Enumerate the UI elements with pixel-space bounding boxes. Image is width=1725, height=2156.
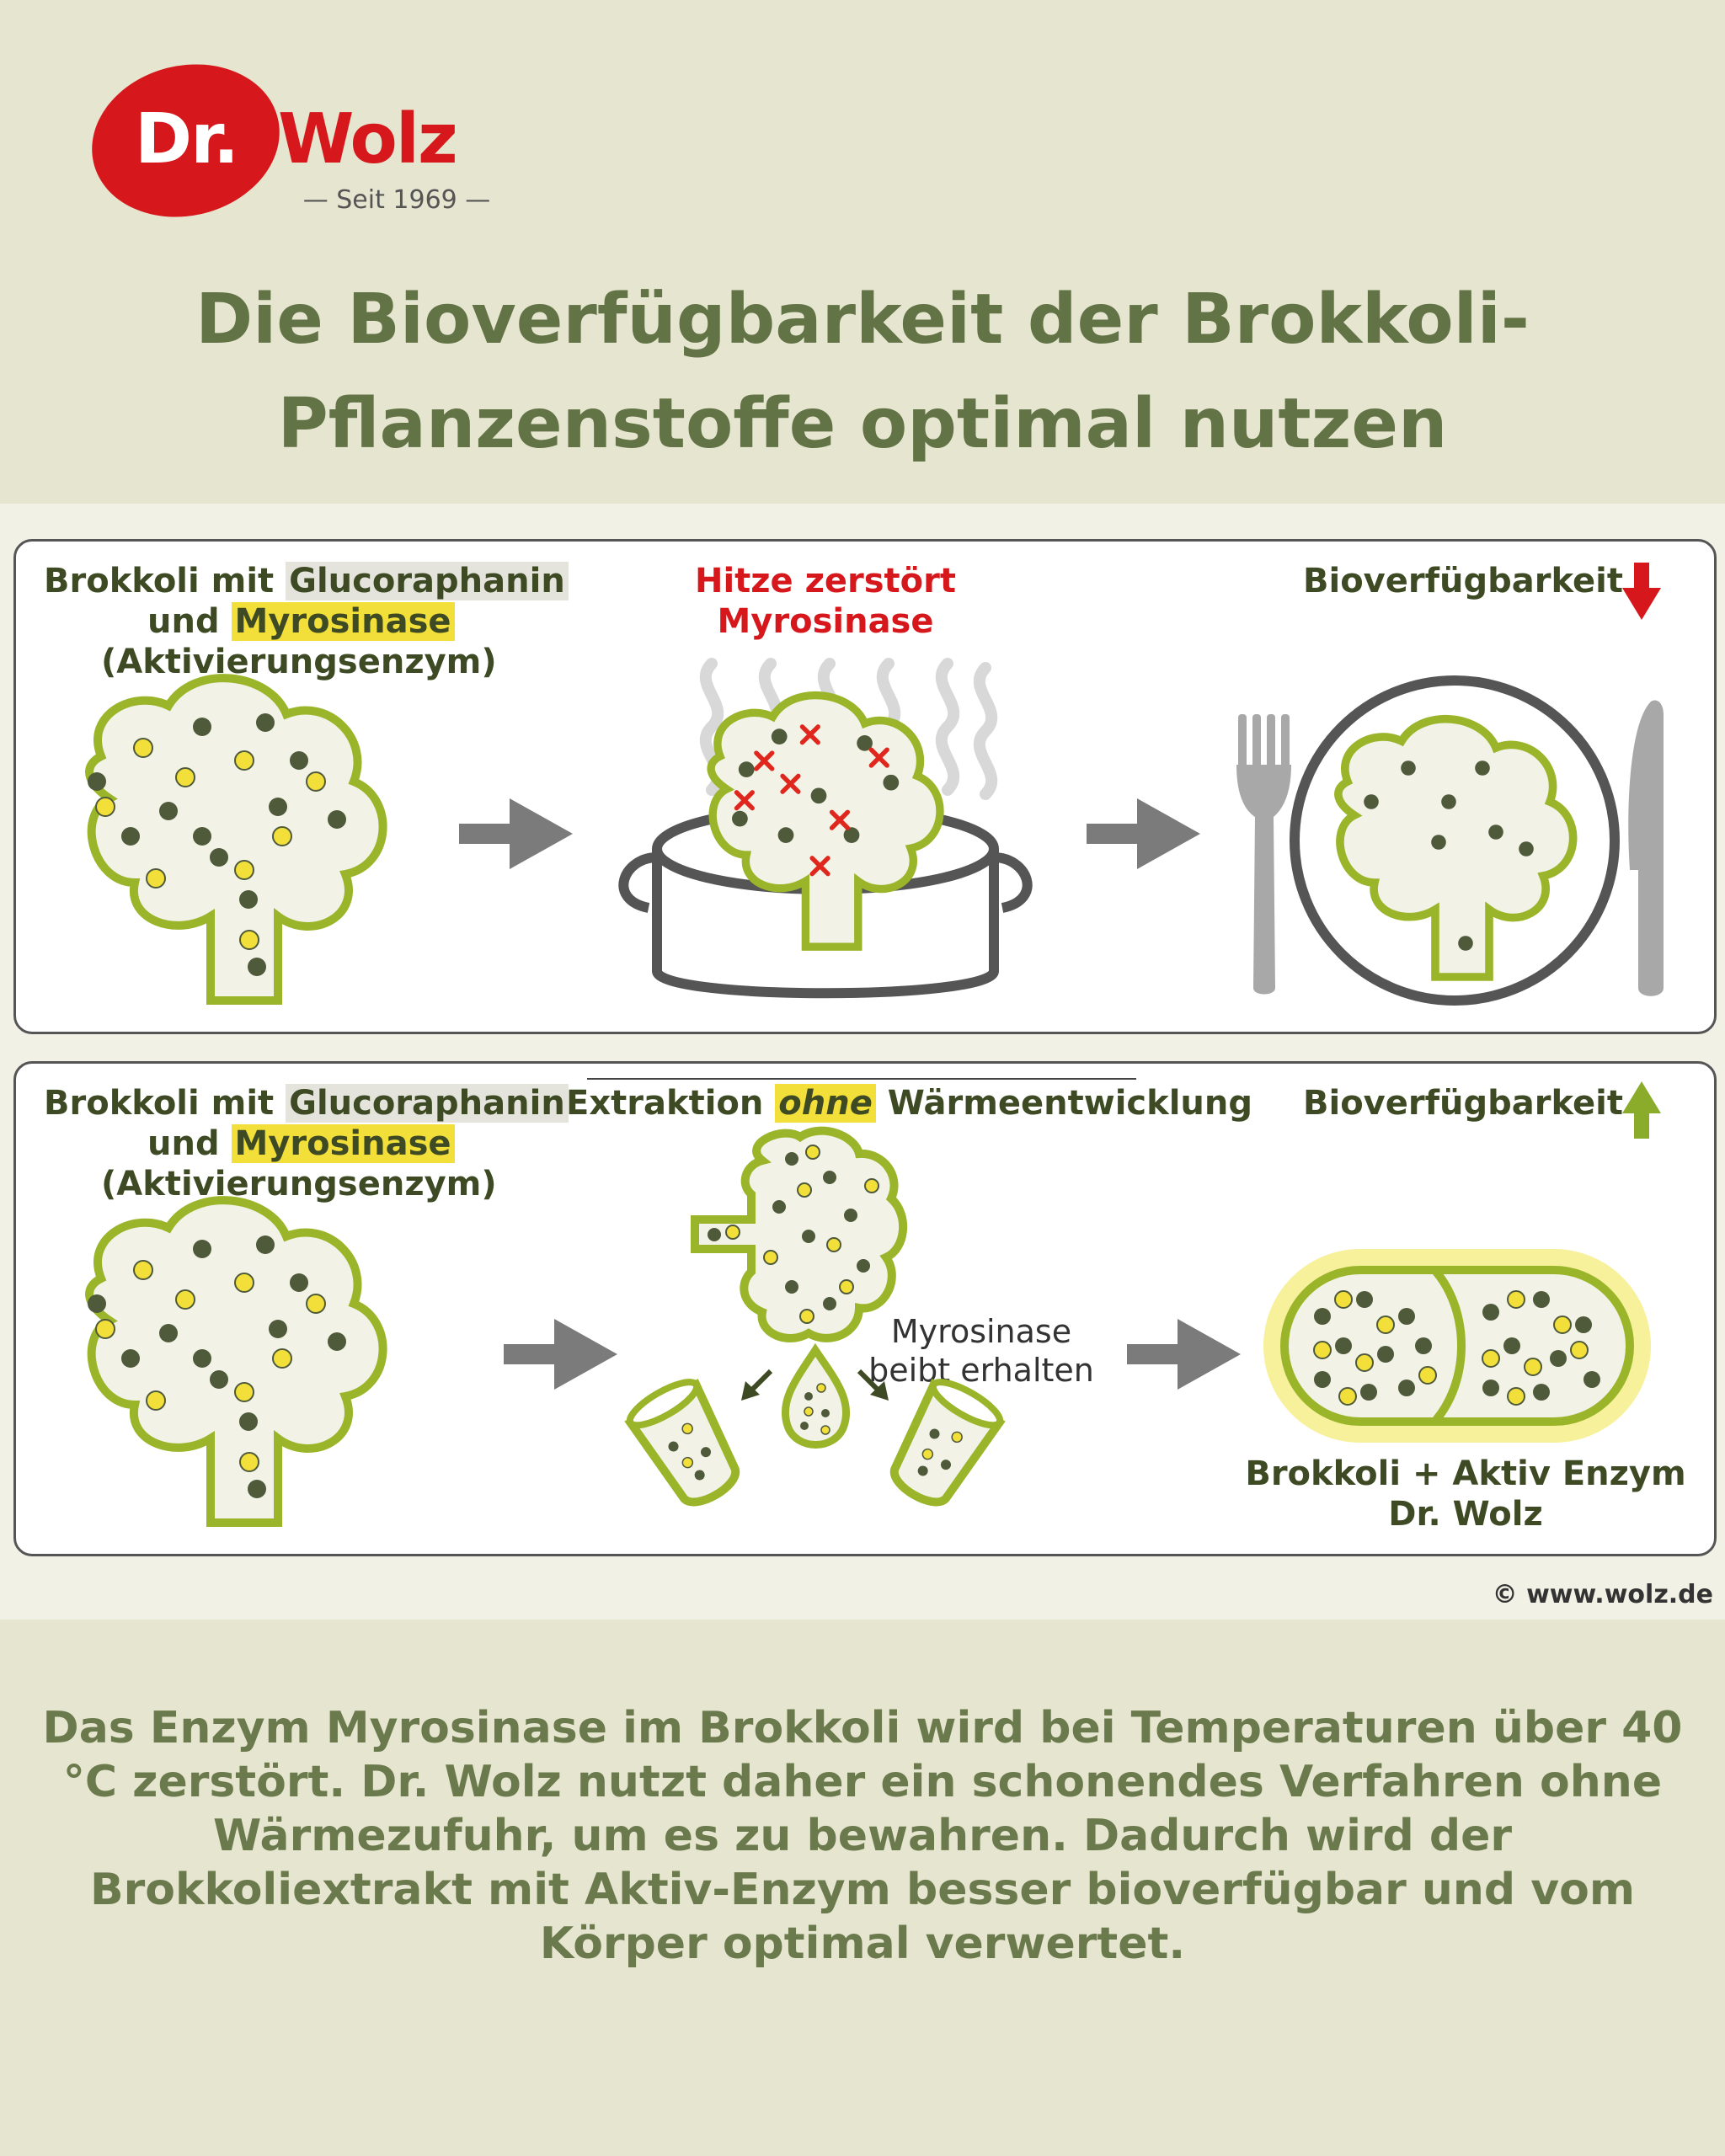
fork-icon	[1236, 714, 1291, 995]
extract-cup-right-icon	[890, 1379, 1006, 1507]
label-text: Brokkoli mit	[44, 1084, 275, 1123]
page-title-line1: Die Bioverfügbarkeit der Brokkoli-	[195, 280, 1530, 360]
myrosinase-highlight: Myrosinase	[231, 1124, 455, 1163]
dr-wolz-logo: Dr. Wolz — Seit 1969 —	[75, 45, 512, 237]
myrosinase-highlight: Myrosinase	[231, 602, 455, 641]
label-text: Brokkoli mit	[44, 562, 275, 600]
top-broccoli-label: Brokkoli mit Glucoraphanin	[44, 561, 569, 601]
broccoli-on-plate-icon	[1338, 719, 1573, 977]
broccoli-extraction-icon	[691, 1126, 908, 1342]
page-title: Die Bioverfügbarkeit der Brokkoli- Pflan…	[0, 268, 1725, 477]
extraction-label: Extraktion ohne Wärmeentwicklung	[566, 1083, 1252, 1123]
label-text: Extraktion	[566, 1084, 764, 1123]
myrosinase-kept-label: Myrosinase beibt erhalten	[851, 1312, 1112, 1390]
broccoli-bottom-left-icon	[88, 1200, 383, 1523]
arrow-right-icon	[1127, 1319, 1241, 1390]
copyright-text: © www.wolz.de	[1492, 1580, 1713, 1609]
extract-drop-icon	[781, 1342, 851, 1449]
broccoli-top-left-icon	[88, 678, 383, 1001]
logo-dr-text: Dr.	[135, 99, 239, 179]
extract-cup-left-icon	[624, 1379, 740, 1507]
small-arrow-left-icon	[741, 1369, 773, 1401]
divider-line	[587, 1078, 1136, 1080]
logo-wolz-text: Wolz	[278, 99, 458, 179]
kept-line2: beibt erhalten	[868, 1352, 1094, 1389]
arrow-down-red-icon	[1622, 563, 1661, 620]
product-line1: Brokkoli + Aktiv Enzym	[1245, 1454, 1686, 1493]
kept-line1: Myrosinase	[890, 1313, 1072, 1350]
knife-icon	[1628, 700, 1664, 996]
bottom-broccoli-label-line2: und Myrosinase	[147, 1123, 455, 1164]
broccoli-in-pot-icon	[711, 696, 940, 947]
infographic: Brokkoli mit Glucoraphanin und Myrosinas…	[0, 504, 1725, 1620]
arrow-right-icon	[1087, 798, 1200, 869]
heat-destroys-label: Hitze zerstört Myrosinase	[665, 561, 985, 642]
bottom-broccoli-label: Brokkoli mit Glucoraphanin	[44, 1083, 569, 1123]
small-arrow-right-icon	[857, 1369, 889, 1401]
label-text: Wärmeentwicklung	[887, 1084, 1253, 1123]
arrow-right-icon	[459, 798, 573, 869]
infographic-artwork	[0, 563, 1664, 1620]
heat-line1: Hitze zerstört	[694, 562, 957, 600]
bioavailability-down-label: Bioverfügbarkeit	[1303, 562, 1623, 600]
ohne-highlight: ohne	[775, 1084, 876, 1123]
glucoraphanin-highlight: Glucoraphanin	[286, 562, 569, 600]
arrow-right-icon	[504, 1319, 617, 1390]
heat-line2: Myrosinase	[717, 602, 934, 641]
logo-since-text: — Seit 1969 —	[302, 185, 491, 215]
top-broccoli-label-line2: und Myrosinase	[147, 601, 455, 642]
product-line2: Dr. Wolz	[1388, 1495, 1543, 1534]
bottom-broccoli-label-line3: (Aktivierungsenzym)	[101, 1165, 497, 1203]
product-label: Brokkoli + Aktiv Enzym Dr. Wolz	[1238, 1454, 1693, 1534]
capsule-icon	[1263, 1249, 1651, 1443]
arrow-up-green-icon	[1622, 1081, 1661, 1139]
glucoraphanin-highlight: Glucoraphanin	[286, 1084, 569, 1123]
label-text: und	[147, 1124, 220, 1163]
description-text: Das Enzym Myrosinase im Brokkoli wird be…	[42, 1703, 1683, 1969]
top-broccoli-label-line3: (Aktivierungsenzym)	[101, 643, 497, 681]
page-title-line2: Pflanzenstoffe optimal nutzen	[277, 384, 1448, 464]
label-text: und	[147, 602, 220, 641]
bioavailability-up-label: Bioverfügbarkeit	[1303, 1084, 1623, 1123]
